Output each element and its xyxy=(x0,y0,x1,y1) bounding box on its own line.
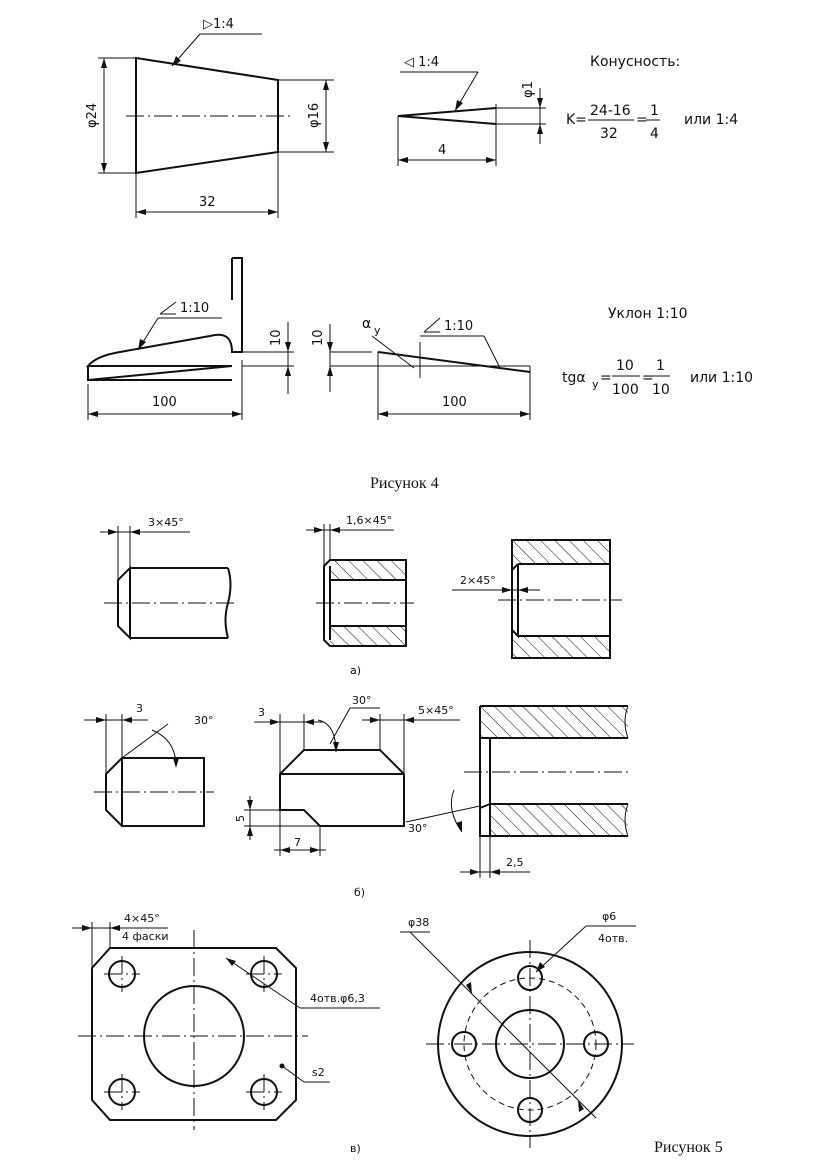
taper-equals: = xyxy=(636,112,648,128)
fig5-row-a: 3×45° 1,6×45° 2×45 xyxy=(100,514,622,677)
figure-5-caption: Рисунок 5 xyxy=(654,1139,723,1156)
slope-label-right: 1:10 xyxy=(444,319,473,334)
taper-formula-lhs: K= xyxy=(566,112,587,128)
fig5-row-c: 4×45° 4 фаски 4отв.φ6,3 s2 xyxy=(72,910,636,1155)
slope-den: 100 xyxy=(612,382,639,398)
slope-title: Уклон 1:10 xyxy=(608,306,688,322)
slope-dim-10-left: 10 xyxy=(269,329,284,346)
c-dim-4x45: 4×45° xyxy=(124,912,160,925)
b-dim-2-5: 2,5 xyxy=(506,856,524,869)
dim-32: 32 xyxy=(199,195,216,210)
b-angle-30-2: 30° xyxy=(352,694,372,707)
taper-numerator: 24-16 xyxy=(590,103,631,119)
dim-d16: φ16 xyxy=(307,103,322,128)
a-dim-2x45: 2×45° xyxy=(460,574,496,587)
taper-title: Конусность: xyxy=(590,54,680,70)
slope-triangle-drawing: 100 10 α у 1:10 xyxy=(311,316,531,420)
slope-num: 10 xyxy=(616,358,634,374)
taper-or: или 1:4 xyxy=(684,112,738,128)
a-dim-3x45: 3×45° xyxy=(148,516,184,529)
slope-part-drawing: 100 10 1:10 xyxy=(85,257,294,420)
b-angle-30-3: 30° xyxy=(408,822,428,835)
taper-symbol-label: ▷1:4 xyxy=(203,17,234,32)
slope-lhs: tgα xyxy=(562,370,586,386)
figure-4-caption: Рисунок 4 xyxy=(370,475,439,492)
c-label: в) xyxy=(350,1142,361,1155)
dim-4: 4 xyxy=(438,143,446,158)
dim-100-right: 100 xyxy=(442,395,467,410)
slope-eq: = xyxy=(642,370,654,386)
b-dim-5x45: 5×45° xyxy=(418,704,454,717)
b-label: б) xyxy=(354,886,365,899)
a-label: а) xyxy=(350,664,361,677)
taper-frac-num: 1 xyxy=(650,103,659,119)
fig5-row-b: 3 30° 3 30° 5×45° xyxy=(84,694,630,899)
figure-4: φ24 φ16 32 ▷1:4 xyxy=(85,17,753,492)
slope-lhs-eq: = xyxy=(600,370,612,386)
slope-formula: Уклон 1:10 tgα у = 10 100 = 1 10 или 1:1… xyxy=(562,306,753,398)
taper-symbol-small-label: ◁ 1:4 xyxy=(404,55,439,70)
c-s2-label: s2 xyxy=(312,1066,325,1079)
dim-d1: φ1 xyxy=(521,81,536,98)
c-d6-label: φ6 xyxy=(602,910,616,923)
slope-or: или 1:10 xyxy=(690,370,753,386)
slope-frac-num: 1 xyxy=(656,358,665,374)
c-dim-4-chamfers: 4 фаски xyxy=(122,930,168,943)
taper-cone-drawing: φ24 φ16 32 ▷1:4 xyxy=(85,17,334,218)
c-d38-label: φ38 xyxy=(408,916,429,929)
slope-label-left: 1:10 xyxy=(180,301,209,316)
dim-d24: φ24 xyxy=(85,103,100,128)
dim-100-left: 100 xyxy=(152,395,177,410)
slope-dim-10-right: 10 xyxy=(311,329,326,346)
b-angle-30-1: 30° xyxy=(194,714,214,727)
a-dim-1-6x45: 1,6×45° xyxy=(346,514,392,527)
c-d6-count: 4отв. xyxy=(598,932,628,945)
taper-frac-den: 4 xyxy=(650,126,659,142)
taper-formula: Конусность: K= 24-16 32 = 1 4 или 1:4 xyxy=(566,54,738,142)
slope-lhs-subscript: у xyxy=(592,378,599,391)
slope-frac-den: 10 xyxy=(652,382,670,398)
b-dim-3: 3 xyxy=(136,702,143,715)
b-dim-5: 5 xyxy=(234,815,247,822)
alpha-symbol: α xyxy=(362,316,371,332)
alpha-subscript: у xyxy=(374,324,381,337)
taper-denominator: 32 xyxy=(600,126,618,142)
figure-5: 3×45° 1,6×45° 2×45 xyxy=(72,514,723,1156)
b-dim-3b: 3 xyxy=(258,706,265,719)
c-holes-label: 4отв.φ6,3 xyxy=(310,992,365,1005)
b-dim-7: 7 xyxy=(294,836,301,849)
small-taper-drawing: 4 φ1 ◁ 1:4 xyxy=(397,55,546,166)
